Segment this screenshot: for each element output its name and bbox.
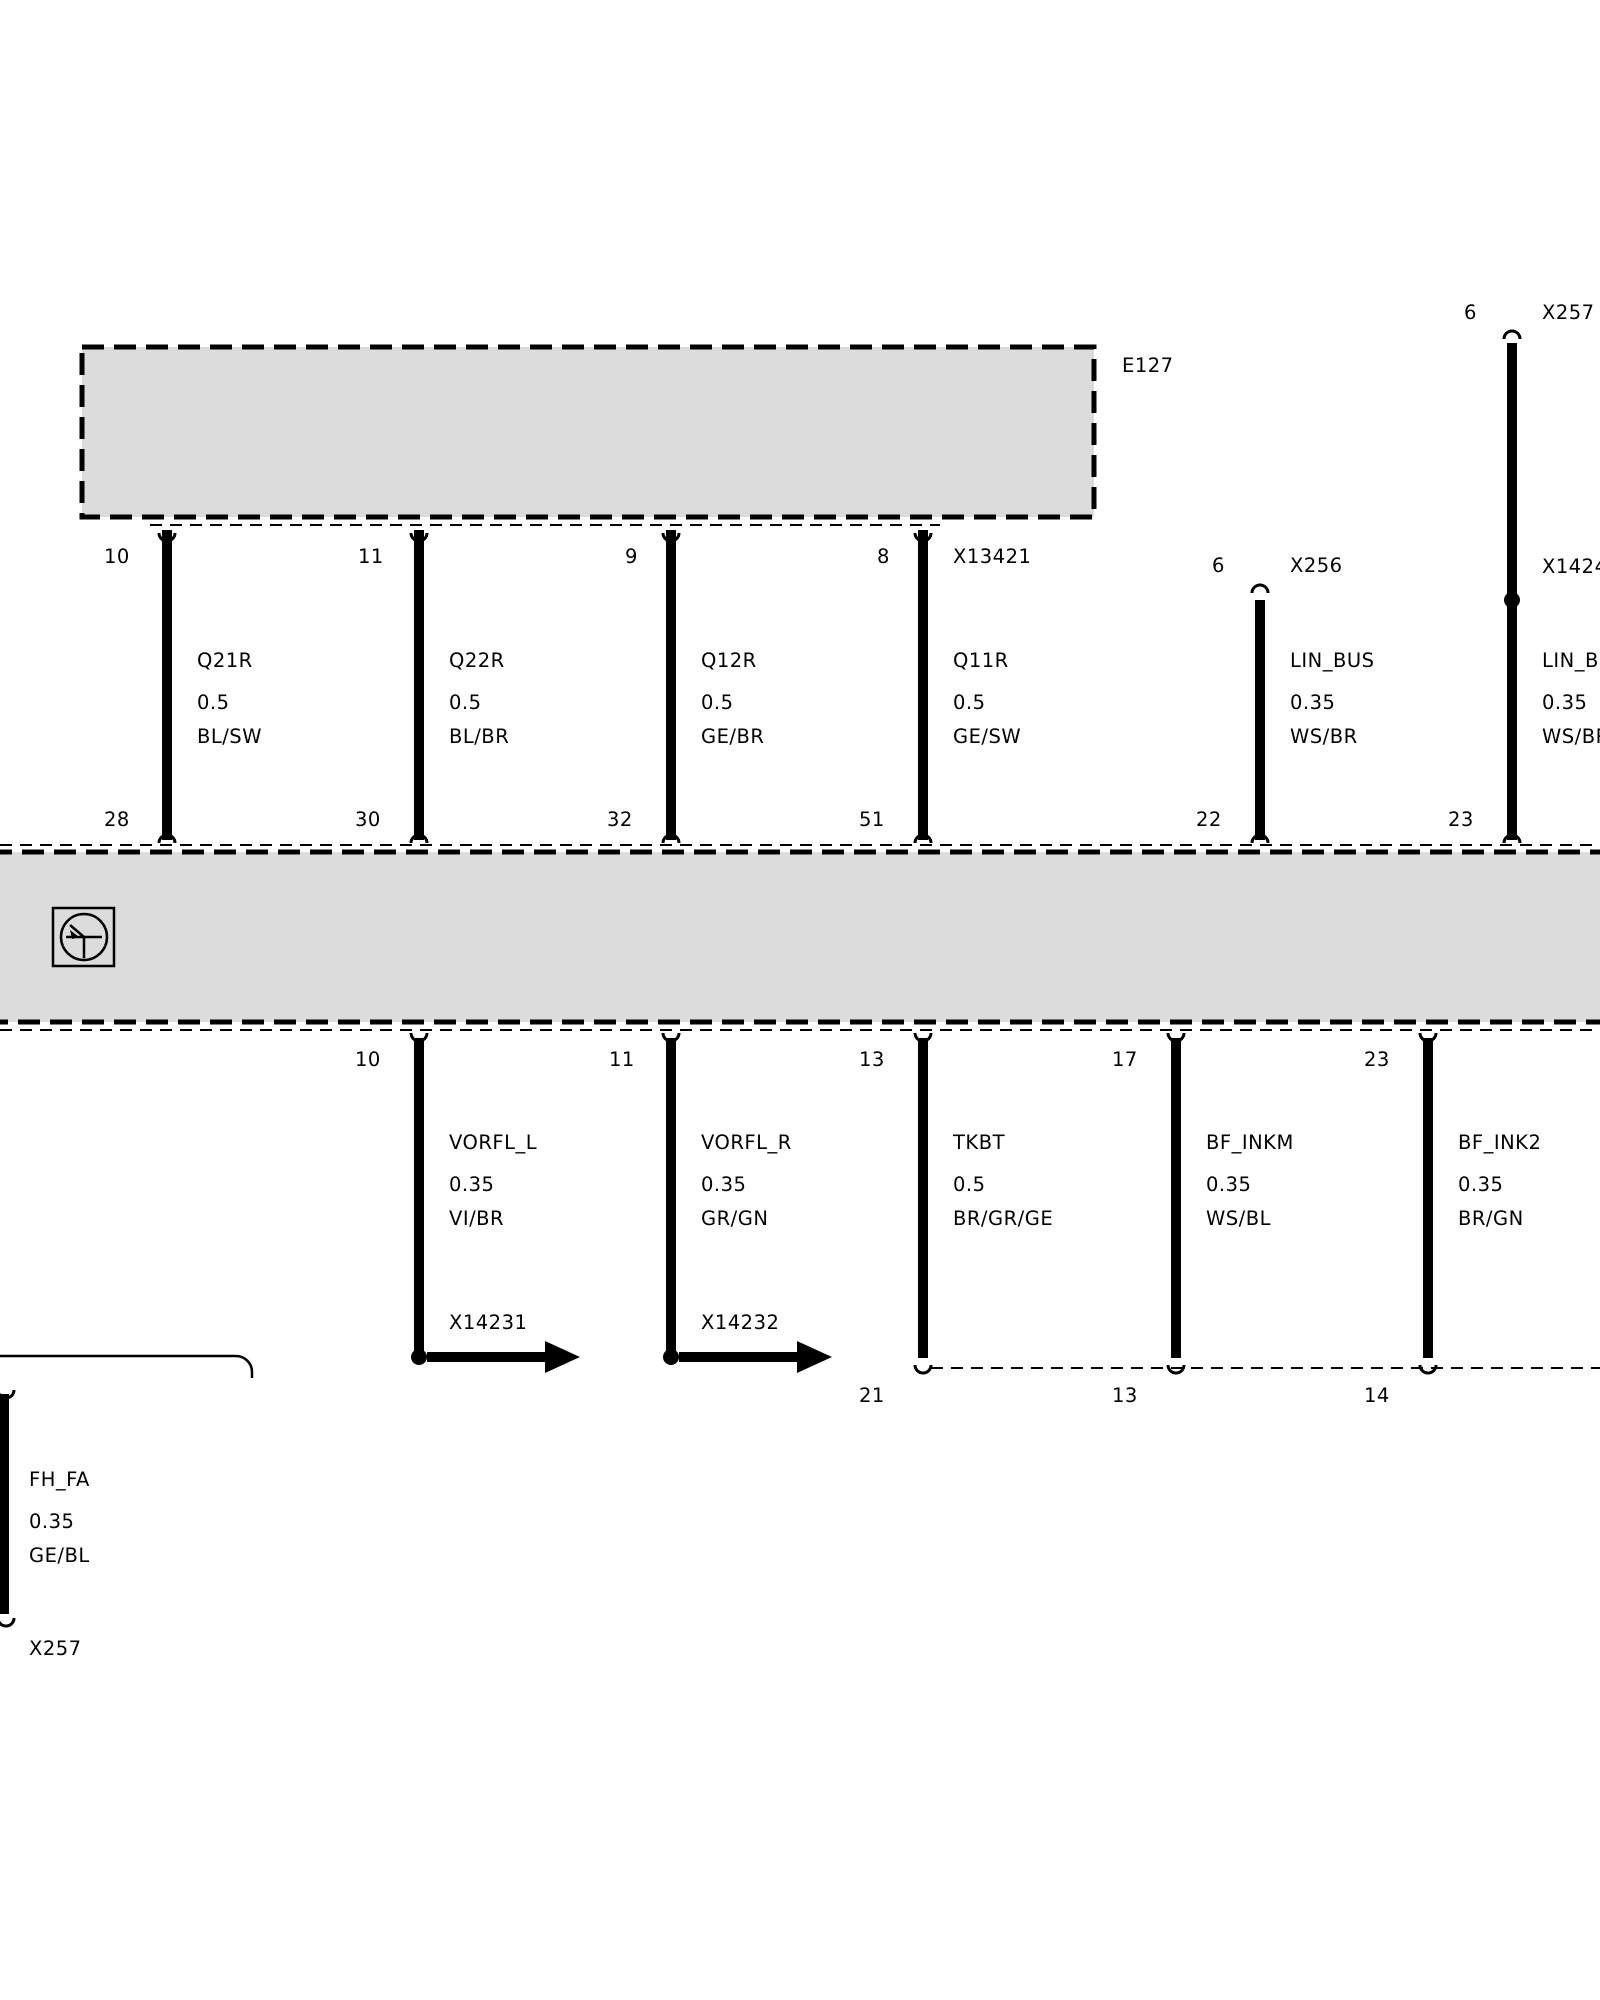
wire-color: WS/BR: [1290, 725, 1358, 748]
pin-label: 21: [859, 1384, 885, 1407]
wire-name: Q12R: [701, 649, 757, 672]
pin-label: 14: [1364, 1384, 1390, 1407]
top-wire-q21r: 10 Q21R 0.5 BL/SW 28: [104, 530, 262, 844]
pin-label: 8: [877, 545, 890, 568]
connector-label: X257: [1542, 301, 1595, 324]
wire-gauge: 0.35: [1206, 1173, 1251, 1196]
wire-gauge: 0.35: [449, 1173, 494, 1196]
wire-color: WS/BR: [1542, 725, 1600, 748]
top-wire-q22r: 11 Q22R 0.5 BL/BR 30: [355, 530, 509, 844]
wire-gauge: 0.35: [701, 1173, 746, 1196]
wire-color: GE/BR: [701, 725, 764, 748]
bottom-wire-tkbt: 13 TKBT 0.5 BR/GR/GE 21: [859, 1032, 1053, 1407]
wire-color: GR/GN: [701, 1207, 768, 1230]
wire-name: VORFL_R: [701, 1131, 792, 1154]
wire-gauge: 0.35: [1458, 1173, 1503, 1196]
module-e127-label: E127: [1122, 354, 1174, 377]
module-e127: E127: [79, 344, 1174, 526]
wire-color: BL/SW: [197, 725, 262, 748]
top-wire-q12r: 9 Q12R 0.5 GE/BR 32: [607, 530, 764, 844]
wire-gauge: 0.5: [701, 691, 734, 714]
wire-name: BF_INKM: [1206, 1131, 1294, 1154]
pin-label: 9: [625, 545, 638, 568]
top-wire-lin-bus-2: 6 X257 X1424 LIN_BU 0.35 WS/BR 23: [1448, 301, 1600, 844]
wire-name: LIN_BUS: [1290, 649, 1374, 672]
wire-name: VORFL_L: [449, 1131, 537, 1154]
wire-name: FH_FA: [29, 1468, 90, 1491]
wire-color: BR/GR/GE: [953, 1207, 1053, 1230]
splice-dot: [1504, 592, 1520, 608]
wire-color: GE/BL: [29, 1544, 90, 1567]
bottom-wire-bf-ink2: 23 BF_INK2 0.35 BR/GN 14: [1364, 1032, 1541, 1407]
wire-name: Q22R: [449, 649, 505, 672]
connector-label: X256: [1290, 554, 1343, 577]
pin-label: 6: [1212, 554, 1225, 577]
wire-color: WS/BL: [1206, 1207, 1271, 1230]
pin-label: 28: [104, 808, 130, 831]
arrow-right-icon: [797, 1341, 832, 1373]
wire-gauge: 0.35: [29, 1510, 74, 1533]
left-wire-fh-fa: FH_FA 0.35 GE/BL X257: [0, 1354, 254, 1660]
wire-name: Q11R: [953, 649, 1009, 672]
pin-label: 10: [104, 545, 130, 568]
control-unit: [0, 844, 1600, 1031]
top-wire-lin-bus: 6 X256 LIN_BUS 0.35 WS/BR 22: [1196, 554, 1374, 844]
wire-gauge: 0.5: [953, 691, 986, 714]
wire-name: LIN_BU: [1542, 649, 1600, 672]
splice-label: X1424: [1542, 555, 1600, 578]
wire-color: VI/BR: [449, 1207, 504, 1230]
pin-label: 11: [358, 545, 384, 568]
bottom-wire-vorfl-r: 11 VORFL_R 0.35 GR/GN X14232: [609, 1032, 832, 1373]
bottom-wire-vorfl-l: 10 VORFL_L 0.35 VI/BR X14231: [355, 1032, 580, 1373]
top-wire-q11r: 8 X13421 Q11R 0.5 GE/SW 51: [859, 530, 1031, 844]
pin-label: 23: [1364, 1048, 1390, 1071]
bottom-wire-bf-inkm: 17 BF_INKM 0.35 WS/BL 13: [1112, 1032, 1294, 1407]
wire-color: GE/SW: [953, 725, 1021, 748]
wire-color: BR/GN: [1458, 1207, 1524, 1230]
wire-name: BF_INK2: [1458, 1131, 1541, 1154]
pin-label: 6: [1464, 301, 1477, 324]
pin-label: 11: [609, 1048, 635, 1071]
pin-label: 32: [607, 808, 633, 831]
pin-label: 22: [1196, 808, 1222, 831]
wire-name: TKBT: [952, 1131, 1005, 1154]
arrow-right-icon: [545, 1341, 580, 1373]
wire-gauge: 0.5: [197, 691, 230, 714]
pin-label: 13: [1112, 1384, 1138, 1407]
pin-label: 10: [355, 1048, 381, 1071]
connector-label: X13421: [953, 545, 1031, 568]
wire-gauge: 0.5: [449, 691, 482, 714]
wire-color: BL/BR: [449, 725, 509, 748]
electronic-module-icon: [51, 906, 116, 968]
wire-gauge: 0.35: [1542, 691, 1587, 714]
wire-name: Q21R: [197, 649, 253, 672]
pin-label: 13: [859, 1048, 885, 1071]
arrow-connector-label: X14231: [449, 1311, 527, 1334]
wire-gauge: 0.5: [953, 1173, 986, 1196]
pin-label: 51: [859, 808, 885, 831]
connector-label: X257: [29, 1637, 82, 1660]
pin-label: 30: [355, 808, 381, 831]
wire-gauge: 0.35: [1290, 691, 1335, 714]
pin-label: 17: [1112, 1048, 1138, 1071]
pin-label: 23: [1448, 808, 1474, 831]
arrow-connector-label: X14232: [701, 1311, 779, 1334]
